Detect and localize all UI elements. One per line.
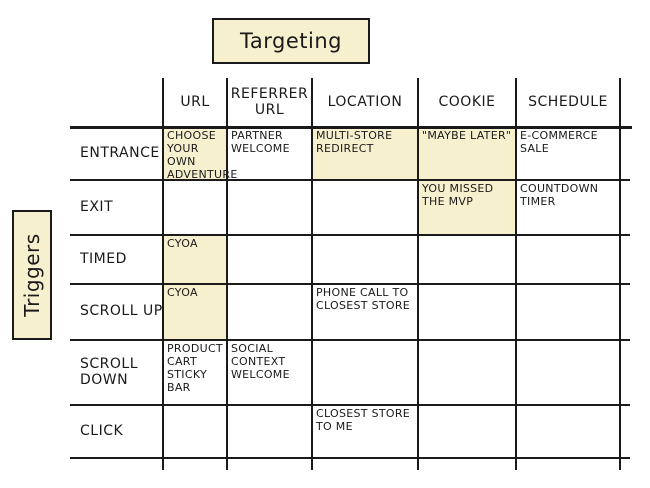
row-divider-line [70,179,630,181]
matrix-cell [516,340,620,405]
column-divider-line [311,78,313,470]
row-header-exit: Exit [80,198,114,215]
row-header-click: Click [80,422,124,439]
column-divider-line [417,78,419,470]
matrix-cell [418,235,516,284]
matrix-cell [227,284,312,340]
matrix-cell [418,284,516,340]
row-divider-line [70,283,630,285]
column-header-referrer-url: Referrer URL [230,86,309,118]
matrix-cell [516,284,620,340]
matrix-cell [418,340,516,405]
targeting-title: Targeting [240,29,342,53]
matrix-cell: Product cart sticky bar [167,342,223,394]
matrix-cell: E-commerce sale [520,129,598,155]
header-divider-line [70,125,632,129]
matrix-cell: Phone call to closest store [316,286,411,312]
matrix-cell [227,235,312,284]
matrix-cell: CYOA [163,284,227,340]
column-divider-line [162,78,164,470]
row-header-timed: Timed [80,250,127,267]
matrix-cell: Multi-store redirect [312,127,418,180]
matrix-cell: "Maybe later" [418,127,516,180]
targeting-title-box: Targeting [212,18,370,64]
column-header-url: URL [180,93,210,110]
column-divider-line [515,78,517,470]
matrix-cell [163,405,227,458]
matrix-cell [312,180,418,235]
matrix-cell [227,405,312,458]
matrix-cell: CYOA [163,235,227,284]
column-header-location: Location [327,93,403,110]
row-header-entrance: Entrance [80,144,160,161]
matrix-cell [163,180,227,235]
matrix-cell [418,405,516,458]
triggers-label-box: Triggers [12,210,52,340]
matrix-cell: Closest store to me [316,407,411,433]
matrix-cell [516,405,620,458]
matrix-cell [312,340,418,405]
row-header-scroll-down: Scroll down [80,356,139,388]
column-header-schedule: Schedule [528,93,608,110]
column-divider-line [226,78,228,470]
column-divider-line [619,78,621,470]
matrix-cell: Partner welcome [231,129,290,155]
row-header-scroll-up: Scroll up [80,303,163,320]
row-divider-line [70,339,630,341]
row-divider-line [70,457,630,459]
matrix-cell [516,235,620,284]
matrix-cell: Social context welcome [231,342,290,381]
row-divider-line [70,234,630,236]
matrix-cell [312,235,418,284]
matrix-cell: Choose your own adventure [163,127,237,181]
matrix-cell [227,180,312,235]
column-header-cookie: Cookie [438,93,496,110]
matrix-cell: Countdown timer [520,182,599,208]
row-divider-line [70,404,630,406]
matrix-cell: You missed the MVP [418,180,516,235]
